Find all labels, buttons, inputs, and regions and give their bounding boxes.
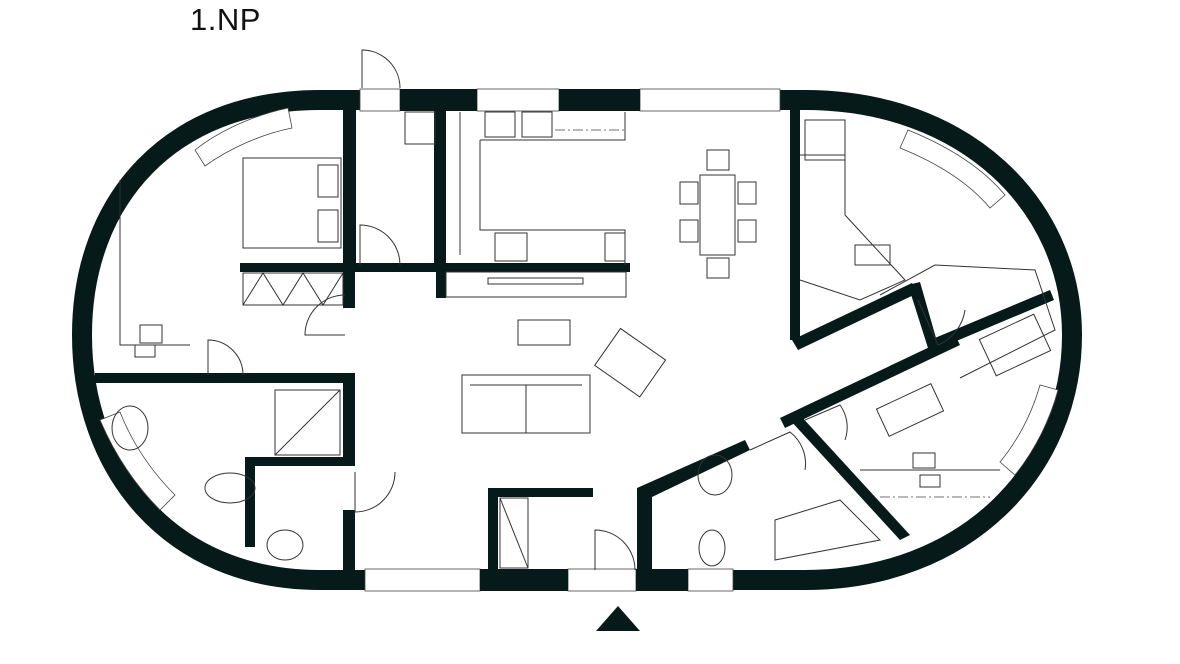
interior-walls [95, 89, 1054, 591]
floor-title: 1.NP [190, 2, 261, 37]
outer-wall [71, 90, 1083, 590]
coffee-table [517, 319, 571, 346]
doors [207, 49, 966, 571]
dining-table [699, 174, 736, 256]
wardrobe [242, 272, 344, 306]
furniture [111, 111, 1056, 569]
entrance-marker-icon [596, 606, 640, 631]
windows [99, 88, 1059, 592]
bed [242, 157, 342, 249]
armchair [593, 327, 667, 398]
